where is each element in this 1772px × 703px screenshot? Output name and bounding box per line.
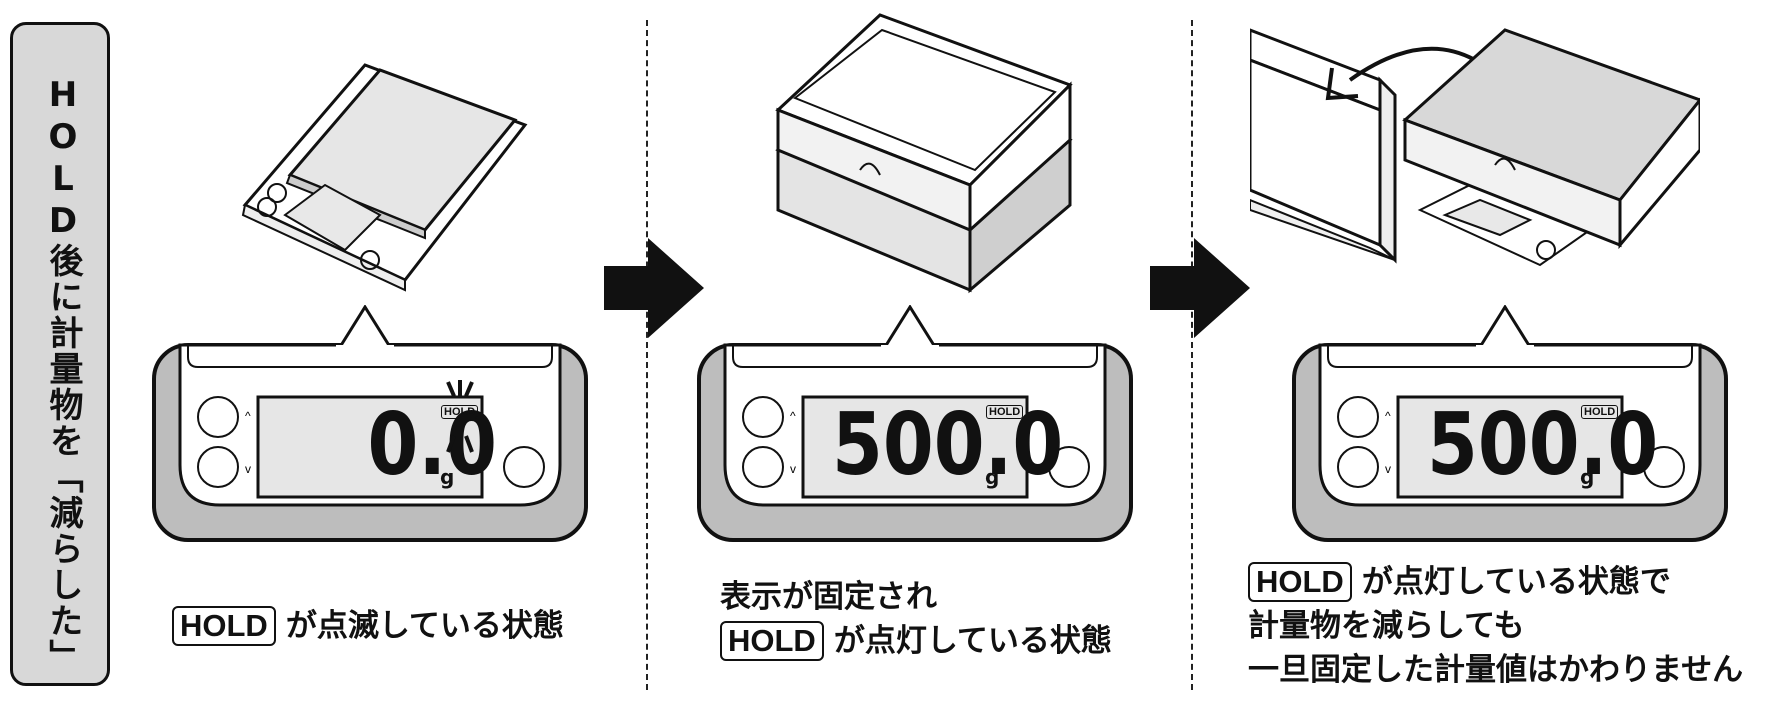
right-arrow-icon: [604, 238, 704, 338]
hold-label: HOLD: [172, 606, 276, 646]
svg-text:^: ^: [1385, 409, 1391, 423]
svg-text:v: v: [1385, 462, 1391, 476]
hold-badge: HOLD: [986, 405, 1024, 419]
display-unit: g: [985, 465, 1000, 489]
divider-2: [1191, 20, 1193, 690]
display-unit: g: [440, 465, 455, 489]
blink-icon: [446, 380, 474, 397]
display-value: 500.0: [1427, 395, 1659, 495]
caption-text: が点滅している状態: [285, 608, 564, 644]
svg-text:v: v: [245, 462, 251, 476]
svg-text:^: ^: [790, 409, 796, 423]
kitchen-scale-image: [241, 63, 528, 292]
scale-display-panel: ^ v: [697, 305, 1133, 542]
side-label-box: HOLD後に計量物を「減らした」場合: [10, 22, 110, 686]
svg-text:^: ^: [245, 409, 251, 423]
right-arrow-icon: [1150, 238, 1250, 338]
display-value: 500.0: [832, 395, 1064, 495]
side-label-text: HOLD後に計量物を「減らした」場合: [43, 75, 83, 675]
hold-label: HOLD: [720, 621, 824, 661]
divider-1: [646, 20, 648, 690]
scale-with-boxes-image: [775, 13, 1073, 294]
hold-badge: HOLD: [1581, 405, 1619, 419]
removing-box-image: [1250, 28, 1700, 267]
svg-text:v: v: [790, 462, 796, 476]
scale-display-panel: ^ v: [1292, 305, 1728, 542]
caption-text: が点灯している状態で: [1361, 564, 1671, 600]
caption-text: 一旦固定した計量値はかわりません: [1248, 652, 1744, 688]
blink-icon: [446, 435, 474, 453]
caption-text: 計量物を減らしても: [1248, 608, 1525, 644]
hold-badge: HOLD: [441, 405, 479, 419]
hold-label: HOLD: [1248, 562, 1352, 602]
scale-display-panel: ^ v: [152, 305, 588, 542]
display-unit: g: [1580, 465, 1595, 489]
caption-text: が点灯している状態: [833, 623, 1112, 659]
display-value: 0.0: [367, 395, 498, 495]
caption-text: 表示が固定され: [720, 579, 937, 615]
